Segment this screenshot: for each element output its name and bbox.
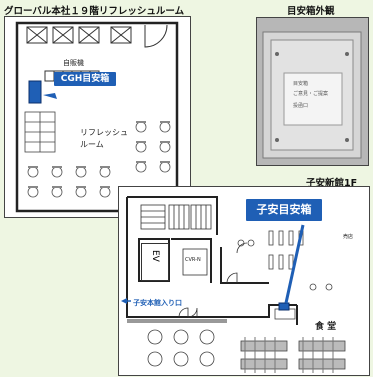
entrance-arrow bbox=[121, 298, 131, 304]
box-exterior-photo: 目安箱 ご意見・ご提案 投函口 bbox=[256, 17, 369, 166]
box-panel-line-3: 投函口 bbox=[293, 103, 309, 109]
cafeteria-label: 食 堂 bbox=[315, 322, 337, 332]
koyasu-floor-plan-drawing bbox=[121, 196, 346, 373]
entrance-label: 子安本館入り口 bbox=[133, 299, 182, 307]
room-label: CVR-N bbox=[185, 257, 201, 263]
hq-floor-title: グローバル本社１９階リフレッシュルーム bbox=[4, 6, 185, 17]
koyasu-floor-plan: EV CVR-N 売店 子安本館入り口 食 堂 bbox=[118, 186, 370, 376]
elevator: EV bbox=[141, 243, 169, 281]
cgh-box-callout: CGH目安箱 bbox=[54, 72, 116, 86]
koyasu-box-callout: 子安目安箱 bbox=[246, 199, 322, 221]
cgh-box-marker bbox=[28, 80, 42, 104]
refresh-room-label: リフレッシュ ルーム bbox=[80, 128, 128, 149]
koyasu-floor-title: 子安新館1F bbox=[306, 178, 358, 189]
elevator-label: EV bbox=[150, 250, 160, 262]
vending-label: 自販機 bbox=[63, 59, 84, 67]
side-room-label: 売店 bbox=[343, 234, 354, 240]
box-exterior-drawing bbox=[257, 18, 368, 165]
box-panel-line-1: 目安箱 bbox=[293, 81, 309, 87]
hq-floor-plan: 自販機 リフレッシュ ルーム bbox=[4, 16, 191, 218]
koyasu-box-marker bbox=[278, 302, 290, 311]
box-panel-line-2: ご意見・ご提案 bbox=[293, 91, 329, 97]
box-exterior-title: 目安箱外観 bbox=[287, 6, 335, 17]
